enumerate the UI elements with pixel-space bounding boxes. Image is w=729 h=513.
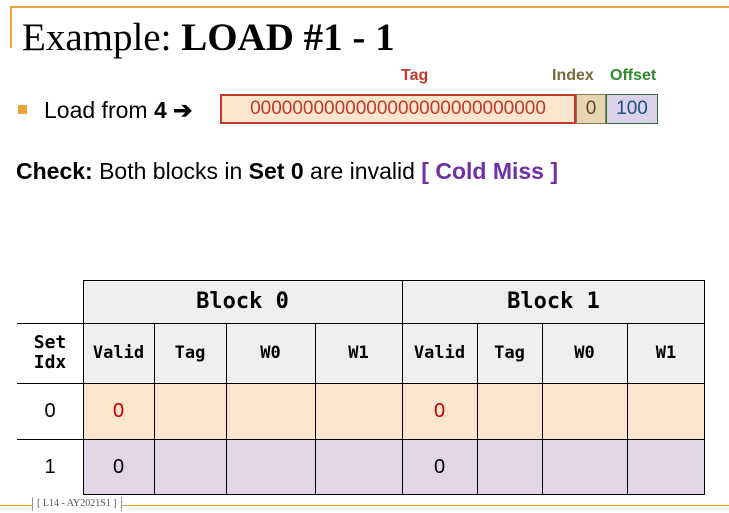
hline — [17, 383, 705, 384]
col-w0-1: W0 — [574, 343, 595, 363]
vline — [542, 323, 543, 495]
footer-label: [ L14 - AY2021S1 ] — [32, 497, 122, 511]
bullet-icon — [18, 105, 27, 114]
valid-bit: 0 — [112, 399, 125, 422]
block-header-bg — [83, 280, 705, 323]
block-0-header: Block 0 — [196, 289, 289, 314]
vline — [627, 323, 628, 495]
arrow-icon: ➔ — [173, 97, 193, 123]
set-row-1-bg — [83, 439, 705, 495]
tag-bits: 0000000000000000000000000000 — [220, 94, 576, 124]
tag-label: Tag — [401, 67, 429, 84]
address-breakdown: 0000000000000000000000000000 0 100 — [220, 94, 658, 124]
valid-bit: 0 — [433, 399, 446, 422]
column-header-bg — [83, 323, 705, 383]
offset-bits: 100 — [606, 94, 658, 124]
hline — [17, 439, 705, 440]
set-idx-header: Set Idx — [33, 332, 67, 373]
table-border — [83, 280, 705, 495]
vline — [154, 323, 155, 495]
load-text: Load from 4 ➔ — [44, 97, 193, 123]
left-accent-line — [10, 6, 12, 48]
col-valid-0: Valid — [92, 343, 145, 363]
vline — [315, 323, 316, 495]
set-index-0: 0 — [44, 399, 56, 422]
block-1-header: Block 1 — [507, 289, 600, 314]
index-bits: 0 — [576, 94, 606, 124]
valid-bit: 0 — [112, 455, 125, 478]
col-w1-0: W1 — [348, 343, 369, 363]
vline — [226, 323, 227, 495]
cold-miss-label: [ Cold Miss ] — [421, 158, 559, 184]
offset-label: Offset — [610, 67, 657, 84]
cache-table: Block 0 Block 1 Set Idx Valid Tag W0 W1 … — [17, 280, 705, 495]
vline — [402, 280, 403, 495]
col-valid-1: Valid — [413, 343, 466, 363]
col-w1-1: W1 — [655, 343, 677, 363]
hline — [17, 323, 705, 324]
col-w0-0: W0 — [260, 343, 281, 363]
col-tag-1: Tag — [494, 343, 525, 363]
index-label: Index — [552, 67, 594, 84]
top-accent-line — [10, 6, 729, 8]
slide-title: Example: LOAD #1 - 1 — [22, 16, 395, 59]
footer-line — [0, 505, 729, 506]
set-index-1: 1 — [44, 455, 56, 478]
set-row-0-bg — [83, 383, 705, 439]
vline — [477, 323, 478, 495]
valid-bit: 0 — [433, 455, 446, 478]
check-statement: Check: Both blocks in Set 0 are invalid … — [16, 158, 559, 184]
col-tag-0: Tag — [174, 343, 206, 363]
